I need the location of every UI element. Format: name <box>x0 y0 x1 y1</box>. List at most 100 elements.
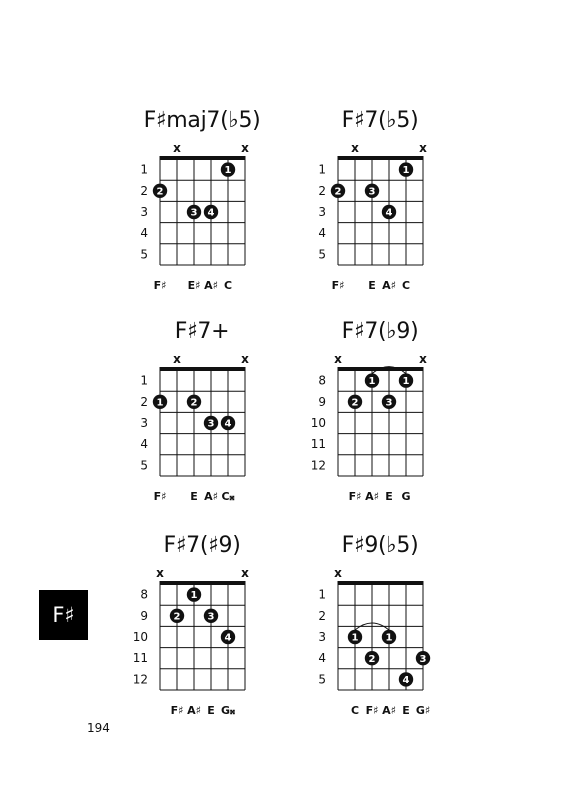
finger-number: 2 <box>157 186 164 197</box>
finger-dot: 1 <box>152 394 168 409</box>
fret-number: 2 <box>318 609 326 623</box>
note-name: C <box>224 279 232 292</box>
muted-string-marker: x <box>173 141 181 155</box>
finger-dot: 3 <box>186 204 202 220</box>
fret-number: 12 <box>311 458 326 472</box>
finger-dot: 3 <box>203 415 219 431</box>
note-name: E <box>368 279 376 292</box>
finger-dot: 2 <box>186 394 202 409</box>
fret-number: 3 <box>318 205 326 219</box>
fret-number: 5 <box>318 672 326 686</box>
finger-dot: 1 <box>398 373 414 388</box>
muted-string-marker: x <box>351 141 359 155</box>
finger-dot: 3 <box>415 651 431 666</box>
chord-title: F♯7(♭5) <box>341 108 419 133</box>
finger-number: 1 <box>386 633 393 644</box>
note-name: A♯ <box>204 490 218 503</box>
muted-string-marker: x <box>241 352 249 366</box>
finger-dot: 4 <box>203 204 219 220</box>
fret-number: 9 <box>140 609 148 623</box>
nut-bar <box>337 367 424 371</box>
finger-number: 4 <box>225 633 232 644</box>
finger-number: 3 <box>191 208 198 219</box>
fret-number: 11 <box>311 437 326 451</box>
note-name: A♯ <box>382 704 396 717</box>
finger-number: 3 <box>386 397 393 408</box>
note-name: E <box>207 704 215 717</box>
muted-string-marker: x <box>173 352 181 366</box>
fret-number: 4 <box>140 226 148 240</box>
note-name: F♯ <box>332 279 345 292</box>
nut-bar <box>337 581 424 585</box>
finger-dot: 4 <box>220 629 236 645</box>
finger-number: 3 <box>420 654 427 665</box>
finger-number: 1 <box>369 376 376 387</box>
note-name: A♯ <box>187 704 201 717</box>
fret-number: 2 <box>318 184 326 198</box>
chord-title: F♯maj7(♭5) <box>143 108 261 133</box>
note-name: E♯ <box>188 279 201 292</box>
fret-number: 5 <box>318 247 326 261</box>
section-tab-label: F♯ <box>52 603 75 627</box>
fret-number: 8 <box>140 588 148 602</box>
finger-number: 1 <box>157 397 164 408</box>
finger-dot: 1 <box>220 162 236 177</box>
nut-bar <box>337 156 424 160</box>
fret-number: 2 <box>140 184 148 198</box>
muted-string-marker: x <box>241 566 249 580</box>
finger-dot: 3 <box>203 608 219 623</box>
finger-number: 1 <box>352 633 359 644</box>
muted-string-marker: x <box>156 566 164 580</box>
fret-number: 4 <box>140 437 148 451</box>
fret-number: 11 <box>133 651 148 665</box>
note-name: G♯ <box>416 704 430 717</box>
finger-dot: 1 <box>398 162 414 177</box>
note-name: E <box>190 490 198 503</box>
finger-number: 1 <box>403 376 410 387</box>
fret-number: 1 <box>318 588 326 602</box>
fret-number: 1 <box>140 374 148 388</box>
finger-number: 2 <box>369 654 376 665</box>
fret-number: 1 <box>140 163 148 177</box>
note-name: E <box>385 490 393 503</box>
muted-string-marker: x <box>334 566 342 580</box>
fret-number: 5 <box>140 458 148 472</box>
chord-title: F♯7(♭9) <box>341 319 419 344</box>
note-name: A♯ <box>365 490 379 503</box>
nut-bar <box>159 581 246 585</box>
muted-string-marker: x <box>419 141 427 155</box>
finger-dot: 3 <box>364 183 380 198</box>
muted-string-marker: x <box>419 352 427 366</box>
note-name: C𝄪 <box>221 490 234 503</box>
note-name: F♯ <box>349 490 362 503</box>
finger-dot: 2 <box>152 183 168 198</box>
note-name: A♯ <box>382 279 396 292</box>
finger-number: 1 <box>191 590 198 601</box>
finger-dot: 2 <box>364 651 380 666</box>
fret-number: 12 <box>133 672 148 686</box>
fret-number: 4 <box>318 226 326 240</box>
finger-dot: 2 <box>330 183 346 198</box>
finger-number: 3 <box>208 419 215 430</box>
fret-number: 5 <box>140 247 148 261</box>
fret-number: 10 <box>311 416 326 430</box>
finger-dot: 2 <box>347 394 363 409</box>
chord-title: F♯7+ <box>174 319 230 344</box>
fret-number: 4 <box>318 651 326 665</box>
finger-number: 3 <box>369 186 376 197</box>
fret-number: 3 <box>318 630 326 644</box>
note-name: F♯ <box>154 279 167 292</box>
finger-number: 1 <box>225 165 232 176</box>
finger-number: 1 <box>403 165 410 176</box>
note-name: A♯ <box>204 279 218 292</box>
muted-string-marker: x <box>241 141 249 155</box>
finger-number: 2 <box>352 397 359 408</box>
note-name: C <box>402 279 410 292</box>
finger-number: 4 <box>386 208 393 219</box>
finger-dot: 2 <box>169 608 185 623</box>
nut-bar <box>159 156 246 160</box>
